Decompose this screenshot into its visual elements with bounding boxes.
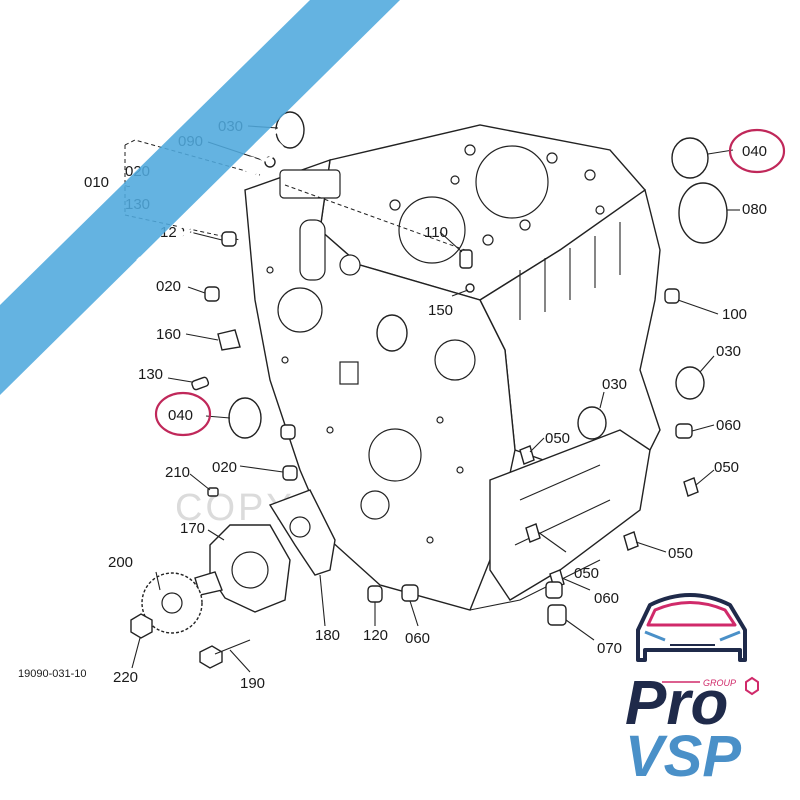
logo-group-text: GROUP — [703, 678, 736, 688]
callout-050: 050 — [574, 565, 599, 582]
callout-labels: 030 090 010 020 ~ 130 120 110 150 040 08… — [18, 118, 767, 692]
callout-060: 060 — [405, 630, 430, 647]
callout-120: 120 — [363, 627, 388, 644]
loose-parts — [130, 111, 728, 669]
callout-180: 180 — [315, 627, 340, 644]
callout-220: 220 — [113, 669, 138, 686]
callout-210: 210 — [165, 464, 190, 481]
drawing-number: 19090-031-10 — [18, 668, 87, 680]
callout-100: 100 — [722, 306, 747, 323]
callout-040-left: 040 — [168, 407, 193, 424]
callout-030-mid: 030 — [602, 376, 627, 393]
pro-vsp-logo: GROUP Pro VSP — [625, 593, 759, 789]
callout-010: 010 — [84, 174, 109, 191]
cylinder-block — [124, 124, 661, 611]
highlight-ring-040-right — [728, 128, 786, 174]
banner-ribbon — [0, 0, 400, 395]
callout-060: 060 — [716, 417, 741, 434]
callout-200: 200 — [108, 554, 133, 571]
callout-130: 130 — [138, 366, 163, 383]
logo-vsp-text: VSP — [625, 724, 741, 789]
callout-160: 160 — [156, 326, 181, 343]
callout-050: 050 — [545, 430, 570, 447]
callout-070: 070 — [597, 640, 622, 657]
logo-pro-text: Pro — [625, 669, 728, 738]
callout-060: 060 — [594, 590, 619, 607]
callout-020: 020 — [156, 278, 181, 295]
callout-080: 080 — [742, 201, 767, 218]
callout-050: 050 — [668, 545, 693, 562]
car-icon — [636, 593, 747, 662]
callout-190: 190 — [240, 675, 265, 692]
callout-030-right: 030 — [716, 343, 741, 360]
callout-040-right: 040 — [742, 143, 767, 160]
callout-050: 050 — [714, 459, 739, 476]
callout-170: 170 — [180, 520, 205, 537]
hex-icon — [745, 676, 759, 696]
highlight-ring-040-left — [154, 391, 212, 437]
highlight-marks — [154, 128, 786, 437]
callout-150: 150 — [428, 302, 453, 319]
leader-lines — [131, 125, 740, 673]
callout-110: 110 — [424, 224, 448, 241]
callout-020: 020 — [212, 459, 237, 476]
